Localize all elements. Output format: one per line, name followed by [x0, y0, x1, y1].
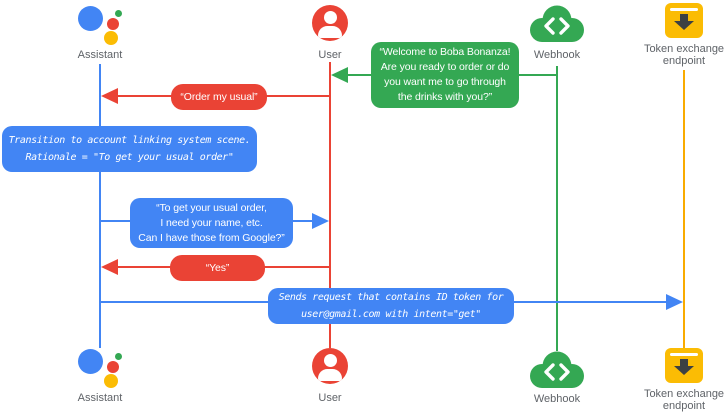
message-need-info: “To get your usual order, I need your na… — [130, 198, 293, 248]
user-shoulders — [318, 26, 342, 38]
arrowhead-yes — [101, 259, 118, 275]
message-welcome-line: “Welcome to Boba Bonanza! — [379, 46, 511, 58]
actor-label-token-line2: endpoint — [662, 55, 706, 67]
message-welcome-line: you want me to go through — [384, 76, 506, 88]
webhook-cloud-icon — [529, 351, 585, 394]
actor-label-user-bottom: User — [318, 392, 342, 404]
lifeline-assistant — [98, 64, 102, 348]
message-need-info-line: Can I have those from Google?” — [138, 231, 285, 244]
assistant-green-dot — [115, 353, 122, 360]
token-slot-line — [670, 8, 698, 11]
user-head — [323, 354, 337, 367]
note-transition: Transition to account linking system sce… — [2, 126, 257, 172]
token-download-arrowhead — [674, 21, 694, 30]
actor-label-webhook-bottom: Webhook — [533, 393, 581, 405]
message-welcome-line: the drinks with you?” — [397, 91, 493, 103]
message-welcome-line: Are you ready to order or do — [380, 61, 510, 73]
lifeline-user — [328, 62, 332, 348]
actor-label-token-line1: Token exchange — [643, 43, 725, 55]
assistant-red-dot — [107, 18, 119, 30]
token-endpoint-icon — [665, 3, 703, 38]
message-yes-text: “Yes” — [205, 261, 230, 274]
actor-label-token-line2: endpoint — [662, 400, 706, 412]
token-slot-line — [670, 353, 698, 356]
actor-label-token-top: Token exchange endpoint — [634, 43, 725, 67]
google-assistant-icon — [77, 5, 123, 47]
message-sends-request-line: user@gmail.com with intent="get" — [301, 309, 481, 320]
user-icon — [312, 5, 348, 41]
google-assistant-icon — [77, 348, 123, 390]
actor-label-assistant-top: Assistant — [77, 49, 123, 61]
actor-label-webhook-top: Webhook — [533, 49, 581, 61]
assistant-blue-dot — [78, 349, 103, 374]
lifeline-token-endpoint — [682, 70, 686, 348]
actor-label-assistant-bottom: Assistant — [77, 392, 123, 404]
assistant-blue-dot — [78, 6, 103, 31]
note-transition-line: Transition to account linking system sce… — [8, 135, 251, 146]
user-head — [323, 11, 337, 24]
actor-label-user-top: User — [318, 49, 342, 61]
message-sends-request-line: Sends request that contains ID token for — [278, 292, 504, 303]
arrowhead-order-usual — [101, 88, 118, 104]
webhook-cloud-icon — [529, 5, 585, 48]
user-icon — [312, 348, 348, 384]
lifeline-webhook — [555, 66, 559, 351]
assistant-yellow-dot — [104, 374, 118, 388]
actor-label-token-line1: Token exchange — [643, 388, 725, 400]
token-download-arrow — [680, 359, 688, 367]
arrowhead-welcome — [331, 67, 348, 83]
token-download-arrowhead — [674, 366, 694, 375]
token-endpoint-icon — [665, 348, 703, 383]
token-download-arrow — [680, 14, 688, 22]
message-order-usual-text: “Order my usual” — [180, 90, 258, 103]
message-order-usual: “Order my usual” — [171, 84, 267, 110]
note-transition-line: Rationale = "To get your usual order" — [25, 152, 234, 163]
assistant-green-dot — [115, 10, 122, 17]
user-shoulders — [318, 369, 342, 381]
message-need-info-line: I need your name, etc. — [160, 216, 263, 229]
assistant-red-dot — [107, 361, 119, 373]
message-yes: “Yes” — [170, 255, 265, 281]
arrowhead-sends-request — [666, 294, 683, 310]
message-sends-request: Sends request that contains ID token for… — [268, 288, 514, 324]
assistant-yellow-dot — [104, 31, 118, 45]
message-need-info-line: “To get your usual order, — [156, 201, 267, 214]
message-welcome: “Welcome to Boba Bonanza! Are you ready … — [371, 42, 519, 108]
arrowhead-need-info — [312, 213, 329, 229]
actor-label-token-bottom: Token exchange endpoint — [634, 388, 725, 412]
